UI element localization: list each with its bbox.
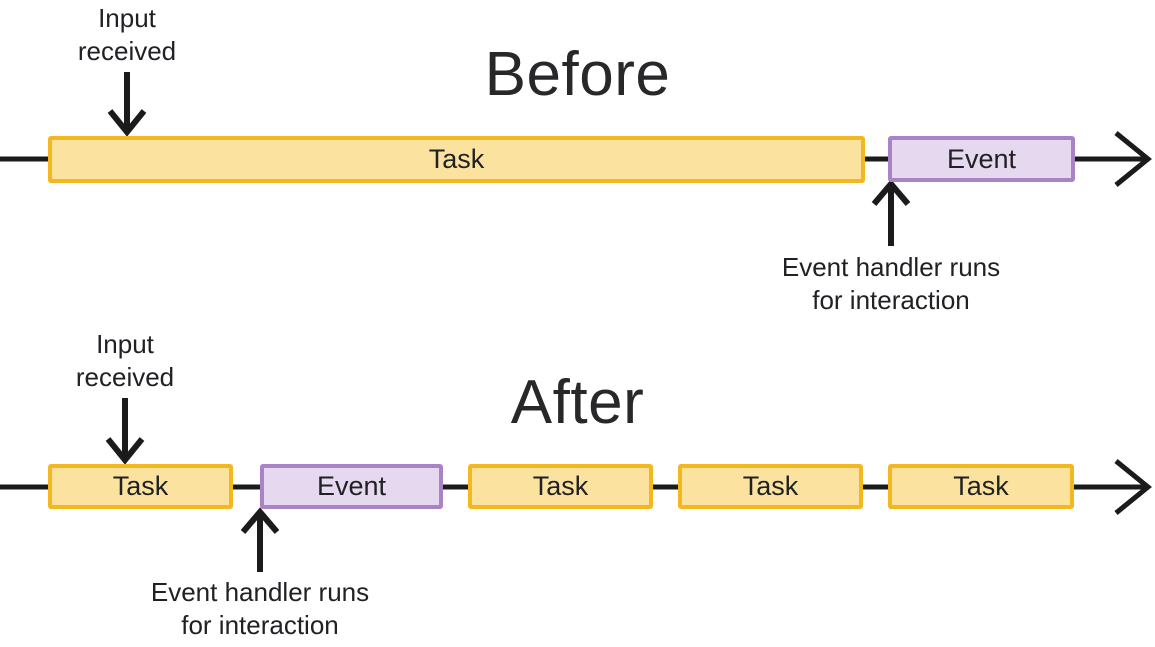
- after-timeline-arrowhead-icon: [1114, 459, 1152, 515]
- before-timeline-arrowhead-icon: [1114, 131, 1152, 187]
- after-event-label: Event: [316, 471, 387, 501]
- after-input-label: Input received: [75, 329, 175, 392]
- after-handler-arrowhead-icon: [240, 507, 280, 534]
- after-task-box: Task: [48, 464, 233, 509]
- before-input-arrowhead-icon: [107, 109, 147, 137]
- before-task-box: Task: [48, 136, 865, 183]
- after-task-label: Task: [532, 471, 589, 501]
- before-event-label: Event: [946, 143, 1017, 174]
- before-task-label: Task: [428, 144, 485, 174]
- before-title: Before: [484, 40, 671, 109]
- after-title: After: [510, 368, 645, 437]
- after-task-box: Task: [888, 464, 1074, 509]
- after-task-label: Task: [953, 471, 1009, 501]
- before-input-label: Input received: [77, 3, 177, 66]
- before-handler-label: Event handler runs for interaction: [781, 252, 1001, 315]
- after-input-arrowhead-icon: [105, 437, 145, 465]
- after-task-label: Task: [742, 471, 799, 501]
- before-handler-arrowhead-icon: [871, 179, 911, 206]
- after-task-label: Task: [112, 471, 169, 501]
- after-task-box: Task: [468, 464, 653, 509]
- after-event-box: Event: [260, 464, 443, 509]
- after-task-box: Task: [678, 464, 863, 509]
- before-event-box: Event: [888, 136, 1075, 182]
- after-handler-label: Event handler runs for interaction: [150, 577, 370, 640]
